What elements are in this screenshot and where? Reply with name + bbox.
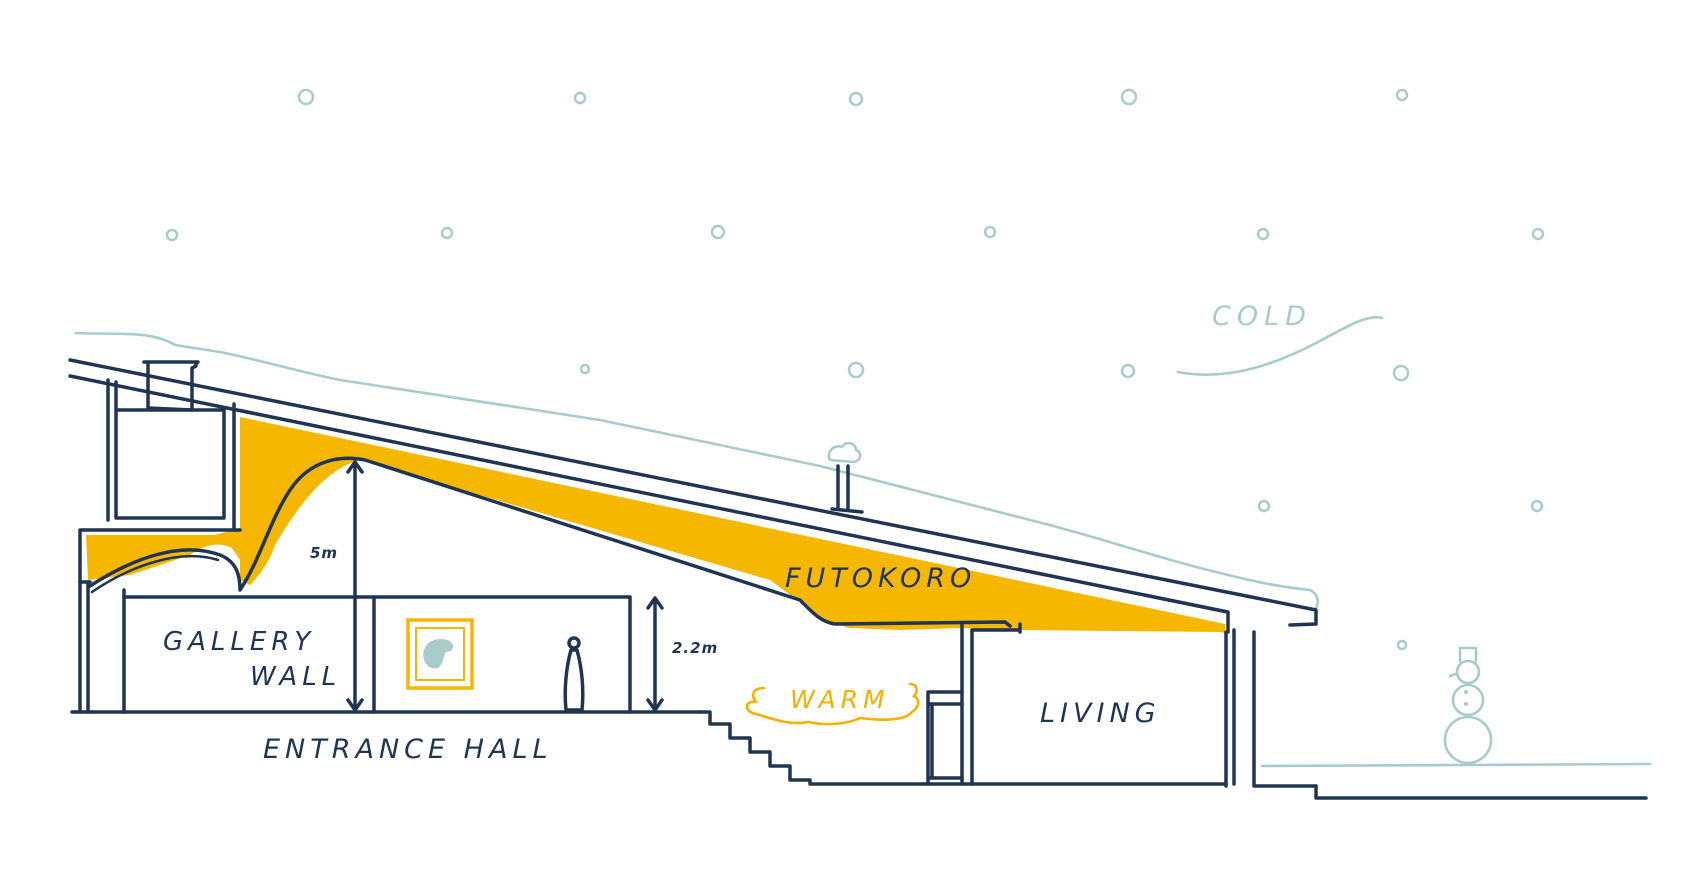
chimney xyxy=(827,441,864,514)
snowflake-dot xyxy=(1395,88,1409,102)
snowflake-dot xyxy=(1396,639,1408,651)
upper-room-frame xyxy=(106,378,236,530)
snowman-bucket xyxy=(1458,646,1478,664)
snowflake-dot xyxy=(573,91,587,105)
person-figure-icon xyxy=(563,648,585,712)
left-outer-wall xyxy=(78,580,90,714)
ground-snow xyxy=(1260,762,1652,768)
gallery-label-line2: WALL xyxy=(250,662,341,692)
roof-top-line xyxy=(68,358,1318,627)
snowflake-dot xyxy=(1257,499,1271,513)
snowman-button xyxy=(1464,690,1468,694)
ground-right xyxy=(1314,784,1648,800)
ceiling-inner-arc xyxy=(90,555,220,594)
painting-inner-frame xyxy=(415,627,465,681)
snowflake-dot xyxy=(1256,227,1270,241)
dimension-arrow-5m xyxy=(346,460,364,712)
living-room: LIVING xyxy=(926,622,1236,788)
wind-swirl xyxy=(1176,315,1384,376)
snowflake-dot xyxy=(1120,88,1138,106)
chimney-icon xyxy=(830,464,864,514)
chimney-snow xyxy=(827,441,862,464)
warm-cloud-outline xyxy=(745,682,920,726)
warm-label: WARM xyxy=(790,685,890,714)
roof-vent xyxy=(142,360,200,412)
snowflake-dot xyxy=(1530,499,1544,513)
snowflake-dot xyxy=(1392,364,1410,382)
painting-blob xyxy=(423,638,454,669)
snowflake-dot xyxy=(710,224,726,240)
roof xyxy=(68,358,1318,634)
living-side-wall xyxy=(926,690,964,786)
snowflake-dot xyxy=(440,226,454,240)
snowman-head xyxy=(1455,659,1481,685)
snowflake-dot xyxy=(579,363,591,375)
framed-painting-icon xyxy=(406,618,474,690)
snowflake-dot xyxy=(165,228,179,242)
warm-cloud: WARM xyxy=(745,682,920,726)
roof-snow xyxy=(74,331,1320,612)
snowflake-dot xyxy=(983,225,997,239)
entrance-hall xyxy=(70,580,702,714)
snowflake-dot xyxy=(847,361,865,379)
height-2-2m-label: 2.2m xyxy=(672,639,718,657)
snowman-icon xyxy=(1443,646,1493,765)
dimensions: 5m 2.2m xyxy=(310,460,718,712)
right-ground xyxy=(1252,630,1652,800)
living-label: LIVING xyxy=(1040,698,1161,729)
futokoro-label: FUTOKORO xyxy=(785,563,976,594)
roof-inner-line xyxy=(238,408,1227,614)
futokoro-warm-zone xyxy=(86,417,1225,633)
dimension-arrow-2-2m xyxy=(646,596,664,712)
snowflakes xyxy=(165,88,1545,651)
gallery-label-line1: GALLERY xyxy=(163,627,315,657)
snowman-bottom xyxy=(1443,715,1493,765)
snowflake-dot xyxy=(1531,227,1545,241)
cold-wind: COLD xyxy=(1176,301,1384,376)
snowflake-dot xyxy=(848,91,864,107)
height-5m-label: 5m xyxy=(310,544,338,562)
entrance-hall-label: ENTRANCE HALL xyxy=(263,734,553,765)
snowman-middle xyxy=(1451,683,1485,717)
cold-label: COLD xyxy=(1212,301,1312,332)
vaulted-ceiling xyxy=(88,456,1012,628)
gallery-wall-box xyxy=(122,595,632,714)
snowflake-dot xyxy=(297,88,315,106)
stairs xyxy=(698,710,930,786)
eave-post xyxy=(1252,630,1318,788)
snowflake-dot xyxy=(1120,363,1136,379)
snowman-nose xyxy=(1448,672,1458,678)
person-head xyxy=(567,636,581,650)
snowman-button xyxy=(1464,702,1468,706)
